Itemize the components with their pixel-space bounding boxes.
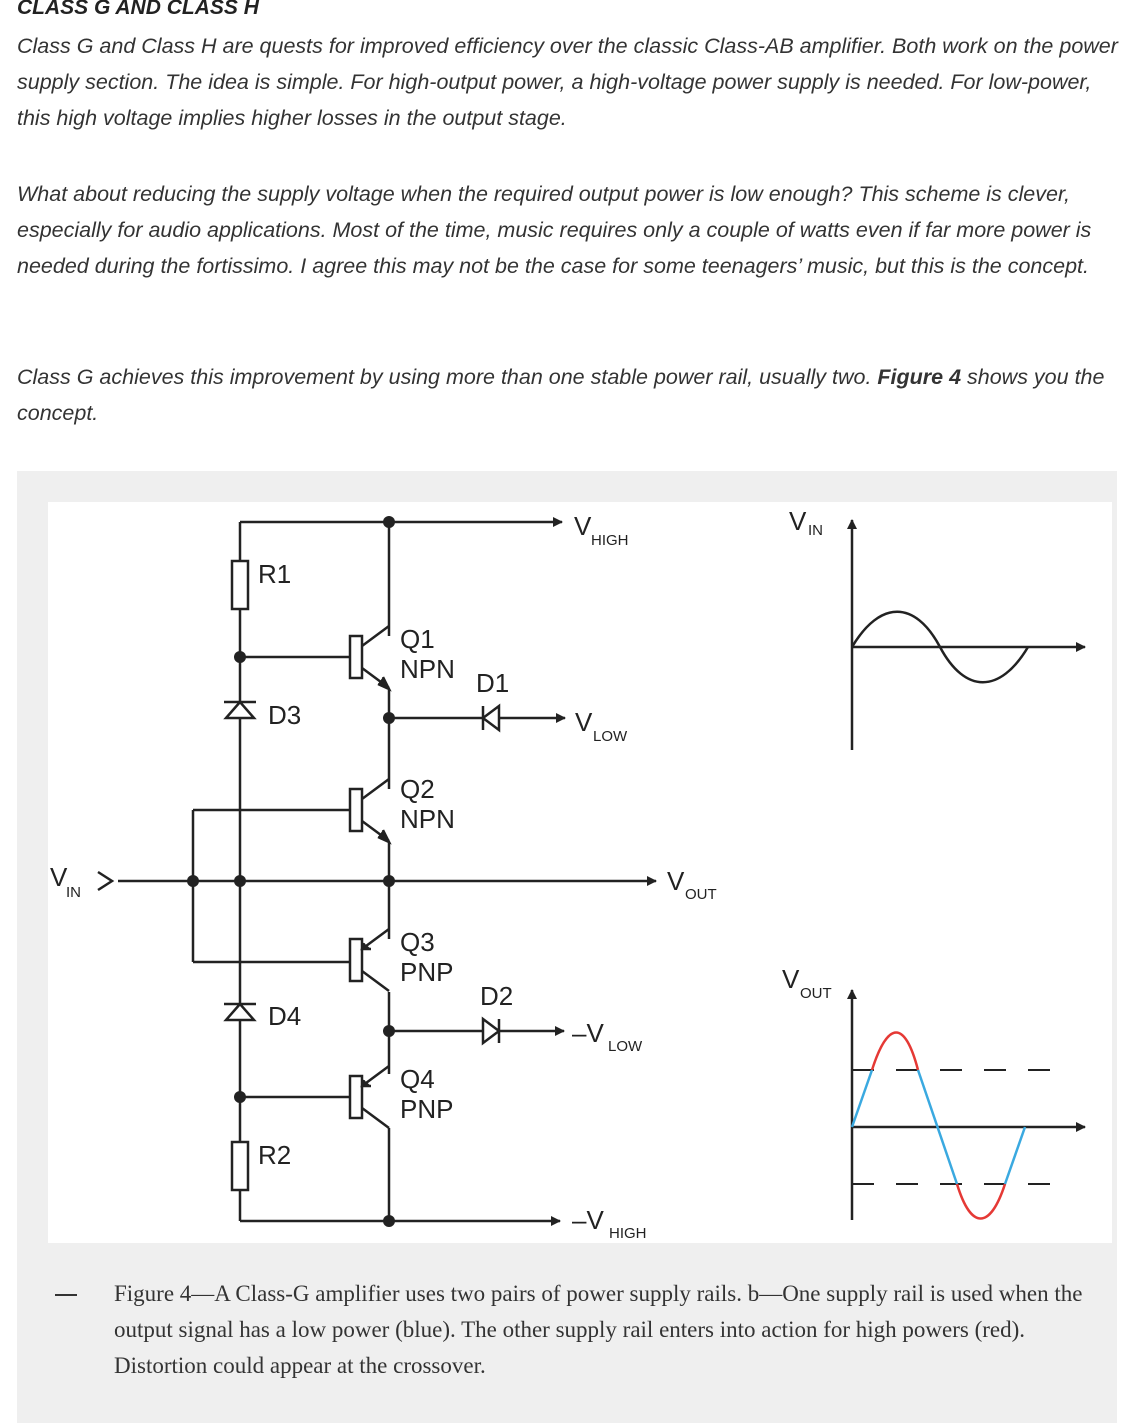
vout-low-power-segment (916, 1069, 959, 1185)
q2-label: Q2 (400, 774, 435, 804)
d2-diode (481, 1016, 502, 1046)
svg-text:HIGH: HIGH (591, 532, 629, 549)
d3-diode (223, 700, 257, 720)
q3-transistor (348, 927, 390, 993)
vout-low-power-segment (850, 1069, 874, 1128)
q1-label: Q1 (400, 624, 435, 654)
junction-dot (383, 516, 395, 528)
section-heading: CLASS G AND CLASS H (17, 0, 259, 19)
vin-waveform-plot (847, 519, 1086, 750)
q2-type: NPN (400, 804, 455, 834)
svg-text:IN: IN (808, 522, 823, 539)
junction-dot (187, 875, 199, 887)
r1-label: R1 (258, 559, 291, 589)
svg-text:V: V (575, 707, 593, 737)
svg-text:V: V (789, 506, 807, 536)
vin-sine-wave (850, 610, 1030, 684)
paragraph-3-text-b: shows you the concept. (17, 365, 1105, 425)
base-feed-wire (191, 808, 350, 964)
svg-text:–V: –V (572, 1205, 604, 1235)
junction-dot (234, 1091, 246, 1103)
svg-text:V: V (574, 511, 592, 541)
paragraph-3: Class G achieves this improvement by usi… (17, 359, 1122, 431)
svg-text:HIGH: HIGH (609, 1225, 647, 1242)
vout-waveform-plot (847, 989, 1086, 1220)
paragraph-3-text-a: Class G achieves this improvement by usi… (17, 365, 878, 389)
d4-label: D4 (268, 1001, 301, 1031)
q1-transistor (348, 624, 392, 692)
junction-dot (383, 712, 395, 724)
svg-text:IN: IN (66, 884, 81, 901)
r2-resistor (230, 1140, 250, 1192)
junction-dot (234, 875, 246, 887)
d3-label: D3 (268, 700, 301, 730)
junction-dot (383, 1025, 395, 1037)
paragraph-1: Class G and Class H are quests for impro… (17, 34, 1118, 130)
d4-diode (223, 1002, 257, 1022)
d1-diode (480, 703, 501, 733)
vout-high-power-segment (955, 1183, 1007, 1220)
d2-label: D2 (480, 981, 513, 1011)
figure-caption: Figure 4—A Class-G amplifier uses two pa… (114, 1281, 1083, 1378)
input-arrow-head (97, 870, 115, 892)
d1-label: D1 (476, 668, 509, 698)
r1-resistor (230, 559, 250, 611)
vout-low-power-segment (1003, 1126, 1027, 1185)
caption-dash (55, 1294, 77, 1296)
r2-label: R2 (258, 1140, 291, 1170)
neg-vhigh-label: –V HIGH (572, 1205, 647, 1242)
junction-dot (383, 1215, 395, 1227)
vout-high-power-segment (870, 1031, 920, 1071)
svg-text:LOW: LOW (593, 728, 628, 745)
svg-text:V: V (782, 964, 800, 994)
figure-reference: Figure 4 (877, 365, 962, 389)
q3-type: PNP (400, 957, 453, 987)
svg-text:V: V (50, 862, 68, 892)
svg-text:OUT: OUT (685, 886, 717, 903)
q2-transistor (348, 777, 392, 845)
q4-label: Q4 (400, 1064, 435, 1094)
q4-type: PNP (400, 1094, 453, 1124)
junction-dot (234, 651, 246, 663)
q1-type: NPN (400, 654, 455, 684)
svg-text:V: V (667, 866, 685, 896)
svg-text:LOW: LOW (608, 1038, 643, 1055)
paragraph-2: What about reducing the supply voltage w… (17, 182, 1092, 278)
vin-input-label: VIN (50, 862, 81, 901)
svg-text:OUT: OUT (800, 985, 832, 1002)
q4-transistor (348, 1064, 390, 1130)
q3-label: Q3 (400, 927, 435, 957)
junction-dot (383, 875, 395, 887)
svg-text:–V: –V (572, 1018, 604, 1048)
vout-signal (850, 1031, 1027, 1220)
